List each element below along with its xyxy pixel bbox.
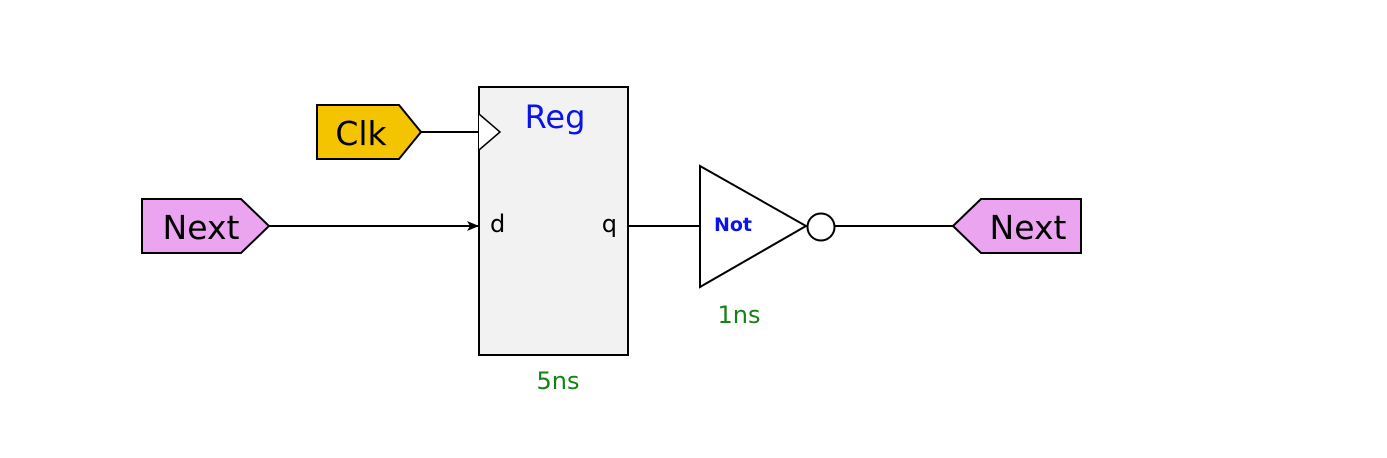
- next-input-pin[interactable]: Next: [141, 198, 271, 254]
- register-block[interactable]: Reg d q: [478, 86, 629, 356]
- clock-input-triangle: [478, 113, 502, 151]
- not-gate[interactable]: Not: [699, 164, 836, 289]
- not-gate-bubble: [806, 212, 836, 242]
- not-gate-triangle: [699, 164, 809, 289]
- next-output-pin-shape: [951, 198, 1082, 254]
- next-input-pin-label: Next: [163, 208, 240, 247]
- not-gate-delay: 1ns: [718, 301, 761, 329]
- clk-pin-label: Clk: [335, 114, 387, 153]
- register-port-d: d: [490, 210, 505, 238]
- register-body: [478, 86, 629, 356]
- next-output-pin[interactable]: Next: [951, 198, 1082, 254]
- next-output-pin-label: Next: [990, 208, 1067, 247]
- register-delay: 5ns: [537, 367, 580, 395]
- register-port-q: q: [602, 210, 617, 238]
- not-gate-label: Not: [714, 214, 752, 236]
- clk-input-pin[interactable]: Clk: [316, 104, 423, 160]
- register-name: Reg: [525, 98, 586, 136]
- next-input-pin-shape: [141, 198, 271, 254]
- clk-pin-shape: [316, 104, 423, 160]
